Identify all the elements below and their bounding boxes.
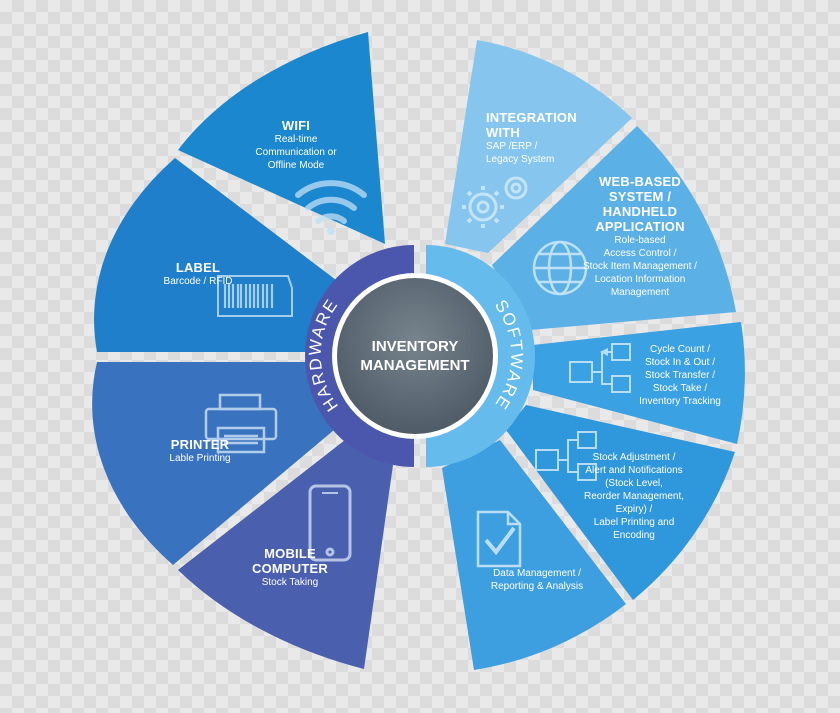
integration-subtitle: SAP /ERP / Legacy System <box>486 141 555 165</box>
mobile-computer-block: MOBILE COMPUTER Stock Taking <box>240 546 340 589</box>
printer-title: PRINTER <box>170 437 230 452</box>
mobile-computer-subtitle: Stock Taking <box>261 577 319 588</box>
wifi-title: WIFI <box>281 118 311 133</box>
label-subtitle: Barcode / RFID <box>163 276 233 287</box>
segment-printer <box>92 362 340 565</box>
globe-icon <box>532 240 588 296</box>
printer-subtitle: Lable Printing <box>169 453 231 464</box>
label-block: LABEL Barcode / RFID <box>148 260 248 288</box>
segment-wifi <box>178 32 385 244</box>
segment-mobile <box>178 440 393 669</box>
label-title: LABEL <box>175 260 221 275</box>
printer-block: PRINTER Lable Printing <box>150 437 250 465</box>
data-management-block: Data Management / Reporting & Analysis <box>474 567 600 593</box>
center-disc <box>337 278 493 434</box>
integration-title: INTEGRATION WITH <box>486 110 577 140</box>
wifi-icon <box>295 180 367 235</box>
mobile-computer-title: MOBILE COMPUTER <box>252 546 328 576</box>
wifi-block: WIFI Real-time Communication or Offline … <box>236 118 356 172</box>
wifi-subtitle: Real-time Communication or Offline Mode <box>255 134 337 171</box>
stock-adjustment-text: Stock Adjustment / Alert and Notificatio… <box>583 452 685 541</box>
cycle-count-block: Cycle Count / Stock In & Out / Stock Tra… <box>622 343 738 408</box>
segment-integration <box>445 40 632 253</box>
webbased-title: WEB-BASED SYSTEM / HANDHELD APPLICATION <box>595 174 685 234</box>
checklist-document-icon <box>476 510 522 568</box>
workflow-icon <box>569 343 631 393</box>
segment-cycle <box>533 322 745 444</box>
data-management-text: Data Management / Reporting & Analysis <box>490 568 584 592</box>
segment-data <box>442 440 626 670</box>
cycle-count-text: Cycle Count / Stock In & Out / Stock Tra… <box>639 344 721 407</box>
stock-adjustment-block: Stock Adjustment / Alert and Notificatio… <box>566 451 702 542</box>
barcode-label-icon <box>217 275 293 317</box>
integration-block: INTEGRATION WITH SAP /ERP / Legacy Syste… <box>486 110 596 166</box>
webbased-subtitle: Role-based Access Control / Stock Item M… <box>583 235 697 298</box>
segment-webbased <box>492 126 736 330</box>
segment-adjustment <box>506 405 735 600</box>
mobile-phone-icon <box>308 484 352 562</box>
gears-icon <box>462 176 528 228</box>
workflow-icon-2 <box>535 431 597 481</box>
webbased-block: WEB-BASED SYSTEM / HANDHELD APPLICATION … <box>565 174 715 299</box>
printer-icon <box>204 393 278 454</box>
center-title: INVENTORY MANAGEMENT <box>360 338 470 374</box>
segment-label <box>94 158 340 352</box>
